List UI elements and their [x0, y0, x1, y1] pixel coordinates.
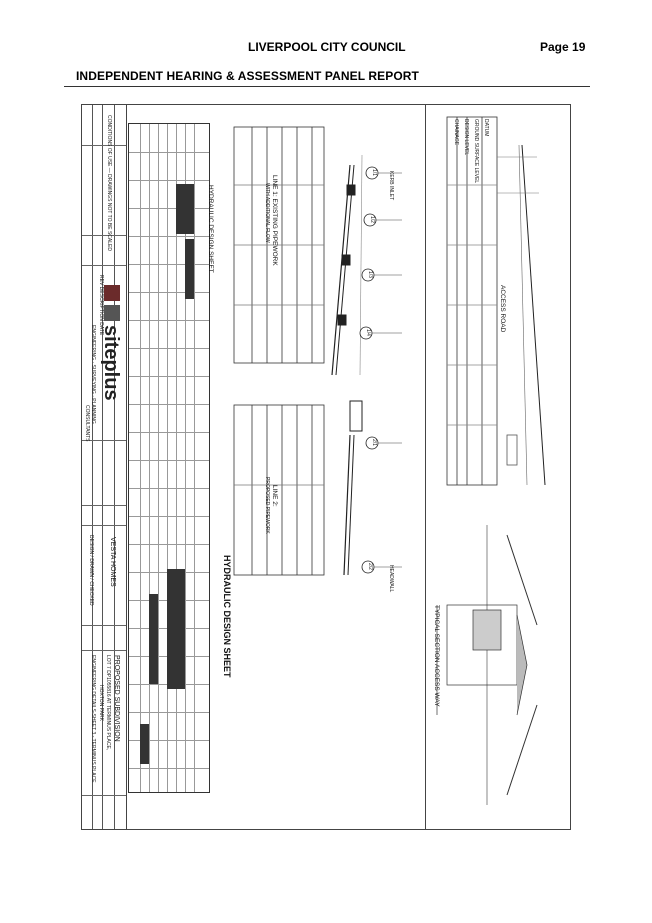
- line2-subtitle: PROPOSED PIPEWORK: [264, 477, 270, 534]
- typical-section-title: TYPICAL SECTION ACCESS WAY: [433, 605, 440, 707]
- line2-profile-table: [233, 404, 325, 576]
- project-line-3: HOXTON PARK: [98, 685, 104, 721]
- sheet-divider: [425, 105, 426, 829]
- company-logo: siteplus: [100, 325, 122, 401]
- title-block: CONDITIONS OF USE — DRAWINGS NOT TO BE S…: [82, 105, 127, 829]
- profile-label-surface: GROUND SURFACE LEVEL: [473, 119, 479, 184]
- access-road-title: ACCESS ROAD: [499, 285, 506, 333]
- profile-label-chainage: CHAINAGE: [453, 119, 459, 146]
- project-block: VESTA HOMES PROPOSED SUBDIVISION LOT 7 D…: [82, 525, 126, 829]
- line2-pipe: [343, 400, 363, 576]
- typical-section: [436, 525, 538, 805]
- line2-pits: [361, 436, 379, 574]
- profile-label-design: DESIGN LEVEL: [463, 119, 469, 156]
- line1-title: LINE 1: EXISTING PIPEWORK: [271, 175, 278, 266]
- pit-label-5: 2/1: [371, 439, 377, 446]
- access-road-section: [436, 116, 546, 805]
- project-line-4: ENGINEERING DETAILS-SHEET 3 - TERMINUS P…: [90, 655, 96, 783]
- client-name: VESTA HOMES: [109, 537, 116, 587]
- header-page-number: Page 19: [540, 40, 586, 54]
- pit-label-2: 1/2: [369, 216, 375, 223]
- header-council: LIVERPOOL CITY COUNCIL: [248, 40, 406, 54]
- headwall-label: HEADWALL: [388, 565, 394, 593]
- line1-pipe: [331, 154, 363, 376]
- engineering-drawing-sheet: CONDITIONS OF USE — DRAWINGS NOT TO BE S…: [81, 104, 571, 830]
- kerb-inlet-label: KERB INLET: [388, 171, 394, 201]
- line2-title: LINE 2:: [271, 485, 278, 507]
- hydraulic-table: [128, 123, 210, 793]
- line1-subtitle: WITH ADDITIONAL FLOW: [264, 183, 270, 243]
- long-section-drawing: [233, 126, 402, 576]
- pit-label-1: 1/1: [371, 169, 377, 176]
- project-line-2: LOT 7 DP1055816 AT TERMINUS PLACE,: [105, 655, 111, 751]
- pit-label-4: 1/4: [365, 329, 371, 336]
- profile-label-datum: DATUM: [483, 119, 489, 137]
- project-line-1: PROPOSED SUBDIVISION: [113, 655, 120, 742]
- pit-label-6: 2/2: [367, 563, 373, 570]
- line1-profile-table: [233, 126, 325, 364]
- report-title: INDEPENDENT HEARING & ASSESSMENT PANEL R…: [76, 69, 419, 83]
- line1-pits: [359, 166, 379, 340]
- brand-block: siteplus ENGINEERING · SURVEYING · PLANN…: [82, 265, 126, 445]
- pit-label-3: 1/3: [367, 271, 373, 278]
- header-rule: [64, 86, 590, 87]
